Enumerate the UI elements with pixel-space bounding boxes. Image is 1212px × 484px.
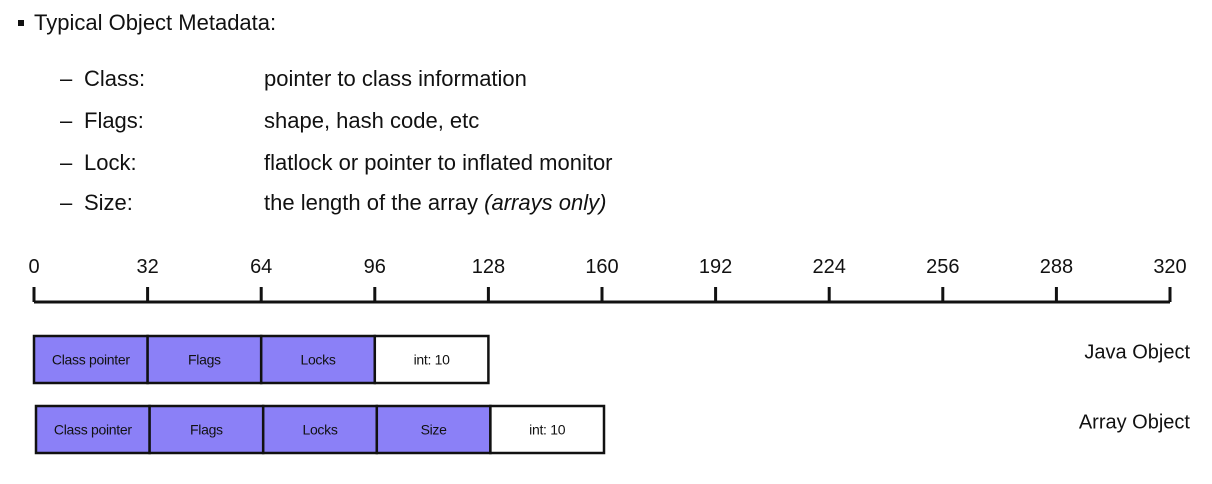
metadata-description-text: flatlock or pointer to inflated monitor xyxy=(264,150,613,175)
layout-field-box xyxy=(375,404,492,455)
layout-field-label: Locks xyxy=(300,352,335,368)
dash-marker: – xyxy=(60,190,73,215)
metadata-term: Flags: xyxy=(84,108,144,133)
metadata-description: flatlock or pointer to inflated monitor xyxy=(264,150,613,176)
ruler-tick-label: 96 xyxy=(364,256,386,278)
layout-field-label: Flags xyxy=(188,352,221,368)
layout-field-box xyxy=(373,334,490,385)
layout-field-label: Class pointer xyxy=(52,352,130,368)
layout-field-label: Class pointer xyxy=(54,422,132,438)
metadata-term: Class: xyxy=(84,66,146,91)
layout-field-box xyxy=(489,404,606,455)
dash-marker: – xyxy=(60,66,73,91)
ruler-tick-label: 64 xyxy=(250,256,272,278)
layout-field-box xyxy=(34,404,151,455)
metadata-description: the length of the array (arrays only) xyxy=(264,190,606,216)
layout-field-box xyxy=(32,334,149,385)
ruler-tick-label: 160 xyxy=(585,256,618,278)
ruler-tick-label: 0 xyxy=(28,256,39,278)
layout-field-label: int: 10 xyxy=(414,352,451,368)
metadata-description: pointer to class information xyxy=(264,66,527,92)
metadata-description-text: pointer to class information xyxy=(264,66,527,91)
ruler-tick-label: 320 xyxy=(1153,256,1186,278)
layout-row-label: Java Object xyxy=(1084,342,1190,364)
ruler-tick-label: 192 xyxy=(699,256,732,278)
ruler-tick-label: 288 xyxy=(1040,256,1073,278)
layout-field-label: Flags xyxy=(190,422,223,438)
metadata-description-text: shape, hash code, etc xyxy=(264,108,480,133)
dash-marker: – xyxy=(60,108,73,133)
metadata-description: shape, hash code, etc xyxy=(264,108,479,134)
metadata-description-text: the length of the array xyxy=(264,190,479,215)
bullet-square-icon xyxy=(18,20,24,26)
layout-field-box xyxy=(146,334,263,385)
layout-field-label: int: 10 xyxy=(529,422,566,438)
layout-field-label: Size xyxy=(421,422,448,438)
dash-marker: – xyxy=(60,150,73,175)
layout-field-box xyxy=(148,404,265,455)
ruler-tick-label: 256 xyxy=(926,256,959,278)
ruler-tick-label: 32 xyxy=(136,256,158,278)
layout-row-label: Array Object xyxy=(1079,412,1191,434)
metadata-term: Lock: xyxy=(84,150,137,175)
layout-field-box xyxy=(261,404,379,455)
section-heading: Typical Object Metadata: xyxy=(34,10,277,35)
metadata-term: Size: xyxy=(84,190,133,215)
ruler-tick-label: 128 xyxy=(472,256,505,278)
layout-field-label: Locks xyxy=(302,422,337,438)
metadata-note: (arrays only) xyxy=(484,190,607,215)
ruler-tick-label: 224 xyxy=(813,256,846,278)
